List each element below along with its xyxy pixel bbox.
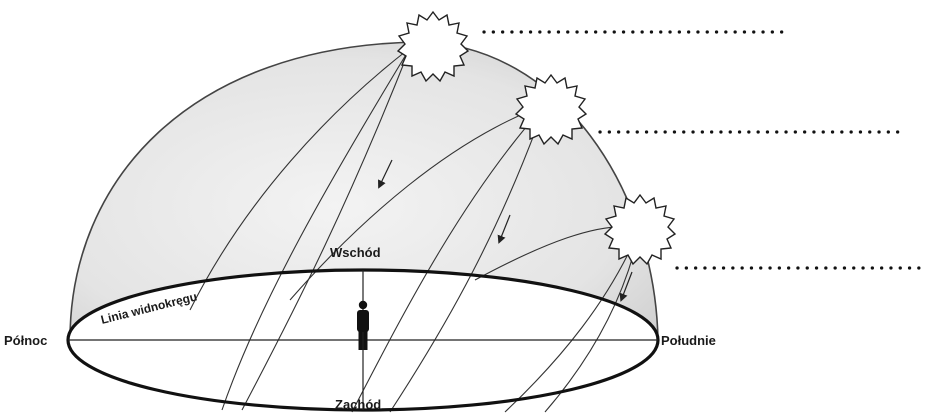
arrow-middle — [497, 214, 511, 244]
sun-path-high — [221, 47, 411, 411]
sun-path-middle — [351, 104, 546, 413]
sun-path-high-3 — [189, 47, 411, 311]
sun-icon — [514, 73, 588, 146]
arrow-high — [378, 159, 393, 189]
sun-icon — [603, 193, 677, 266]
sun-path-high-2 — [241, 47, 411, 411]
sun-path-middle-3 — [289, 104, 546, 301]
label-south: Południe — [661, 333, 716, 348]
sun-path-middle-2 — [389, 104, 546, 413]
arrow-low — [619, 271, 633, 302]
label-west: Zachód — [335, 397, 381, 412]
person-icon — [357, 300, 369, 350]
label-north: Północ — [4, 333, 47, 348]
direction-arrows — [378, 159, 633, 302]
label-east: Wschód — [330, 245, 381, 260]
sun-icon — [396, 10, 470, 83]
